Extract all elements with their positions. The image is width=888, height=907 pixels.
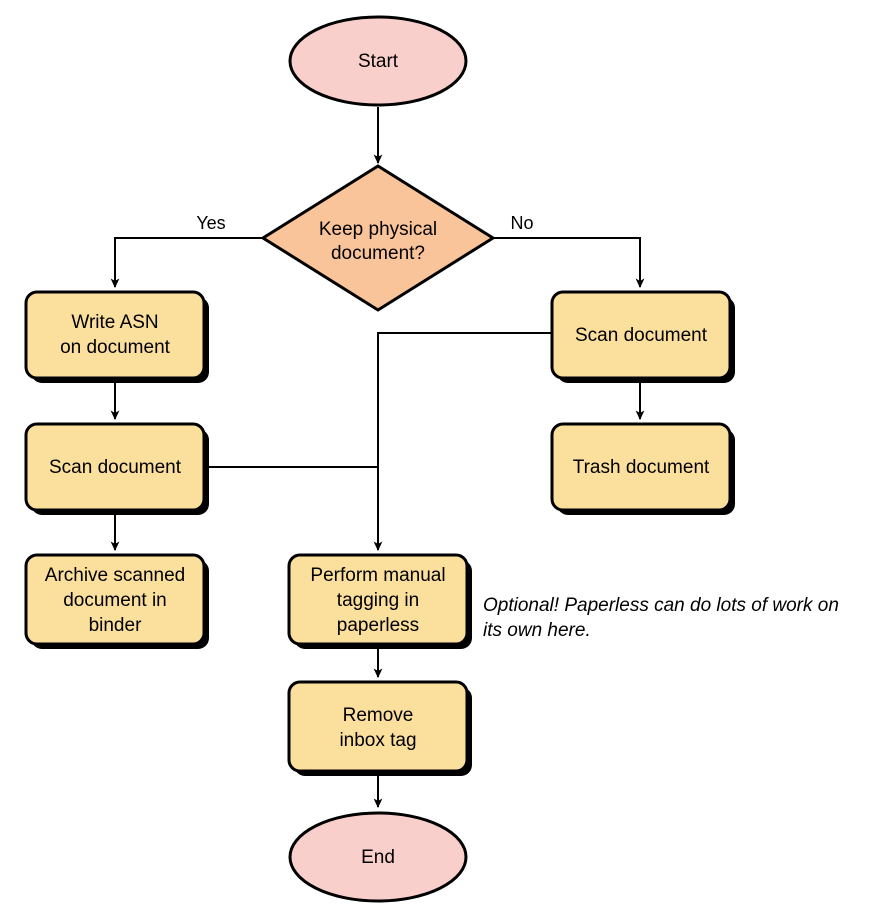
- decision-label-line1: Keep physical: [319, 219, 437, 240]
- edges-layer: [110, 107, 645, 808]
- node-perform-manual-tagging[interactable]: Perform manual tagging in paperless: [287, 553, 472, 649]
- edge-scanright-to-tagging: [373, 332, 552, 551]
- scan-left-label: Scan document: [49, 457, 182, 478]
- tagging-box: [287, 553, 469, 646]
- start-ellipse: [288, 15, 468, 107]
- archive-box: [24, 553, 206, 646]
- decision-label-line2: document?: [331, 243, 425, 264]
- annotation-optional-note: Optional! Paperless can do lots of work …: [483, 595, 839, 641]
- start-label: Start: [358, 51, 399, 72]
- archive-label-line1: Archive scanned: [45, 565, 185, 586]
- decision-diamond: [260, 164, 496, 312]
- scan-left-box: [24, 422, 206, 512]
- write-asn-label-line2: on document: [60, 337, 171, 358]
- node-start[interactable]: Start: [288, 15, 468, 107]
- tagging-label-line1: Perform manual: [310, 565, 445, 586]
- node-scan-document-right[interactable]: Scan document: [550, 290, 735, 383]
- archive-label-line3: binder: [89, 615, 142, 636]
- end-ellipse: [288, 811, 468, 903]
- edge-decision-yes: [110, 237, 263, 288]
- write-asn-label-line1: Write ASN: [71, 312, 158, 333]
- node-scan-document-left[interactable]: Scan document: [24, 422, 209, 515]
- edge-label-no: No: [510, 213, 533, 233]
- node-trash-document[interactable]: Trash document: [550, 422, 735, 515]
- trash-label: Trash document: [573, 457, 710, 478]
- node-end[interactable]: End: [288, 811, 468, 903]
- edge-label-yes: Yes: [196, 213, 225, 233]
- remove-inbox-box: [287, 680, 469, 773]
- node-archive-scanned-document[interactable]: Archive scanned document in binder: [24, 553, 209, 649]
- end-label: End: [361, 847, 395, 868]
- tagging-label-line2: tagging in: [337, 590, 419, 611]
- node-remove-inbox-tag[interactable]: Remove inbox tag: [287, 680, 472, 776]
- optional-note-line1: Optional! Paperless can do lots of work …: [483, 595, 839, 616]
- archive-label-line2: document in: [63, 590, 167, 611]
- remove-inbox-label-line2: inbox tag: [339, 730, 416, 751]
- node-decision-keep-physical-document[interactable]: Keep physical document?: [260, 164, 496, 312]
- write-asn-box: [24, 290, 206, 380]
- node-write-asn-on-document[interactable]: Write ASN on document: [24, 290, 209, 383]
- trash-box: [550, 422, 732, 512]
- optional-note-line2: its own here.: [483, 620, 591, 641]
- scan-right-box: [550, 290, 732, 380]
- tagging-label-line3: paperless: [337, 615, 419, 636]
- remove-inbox-label-line1: Remove: [343, 705, 414, 726]
- edge-decision-no: [493, 237, 645, 288]
- scan-right-label: Scan document: [575, 325, 708, 346]
